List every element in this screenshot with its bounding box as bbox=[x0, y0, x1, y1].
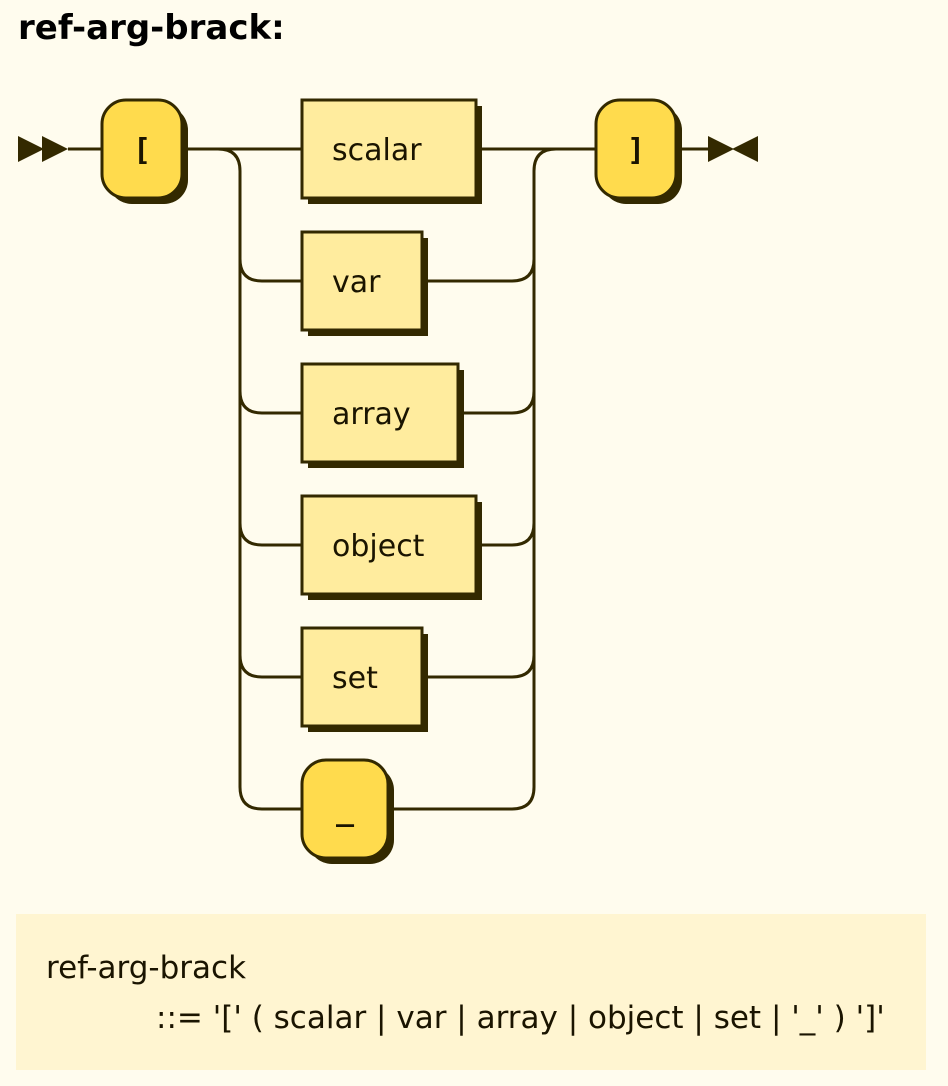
rule-title: ref-arg-brack: bbox=[18, 8, 285, 48]
ebnf-definition: ::= '[' ( scalar | var | array | object … bbox=[156, 1000, 885, 1036]
nonterminal-object: object bbox=[300, 494, 482, 600]
nonterminal-array: array bbox=[300, 362, 464, 468]
open-bracket-label: [ bbox=[133, 133, 151, 168]
nonterminal-scalar-label: scalar bbox=[332, 133, 422, 168]
ebnf-box: ref-arg-brack ::= '[' ( scalar | var | a… bbox=[16, 914, 926, 1070]
underscore-label: _ bbox=[336, 793, 355, 828]
railroad-diagram: [ scalar var array object set _ bbox=[18, 98, 758, 864]
nonterminal-object-label: object bbox=[332, 529, 425, 564]
nonterminal-var-label: var bbox=[332, 265, 381, 300]
connector-lines bbox=[68, 147, 708, 811]
nonterminal-scalar: scalar bbox=[300, 98, 482, 204]
nonterminal-set-label: set bbox=[332, 661, 378, 696]
nonterminal-var: var bbox=[300, 230, 428, 336]
open-bracket-terminal: [ bbox=[100, 98, 188, 204]
close-bracket-label: ] bbox=[627, 133, 645, 168]
end-marker bbox=[708, 136, 758, 162]
close-bracket-terminal: ] bbox=[594, 98, 682, 204]
underscore-terminal: _ bbox=[300, 758, 394, 864]
ebnf-rule-name: ref-arg-brack bbox=[46, 950, 247, 986]
start-marker bbox=[18, 136, 68, 162]
nonterminal-set: set bbox=[300, 626, 428, 732]
nonterminal-array-label: array bbox=[332, 397, 411, 432]
